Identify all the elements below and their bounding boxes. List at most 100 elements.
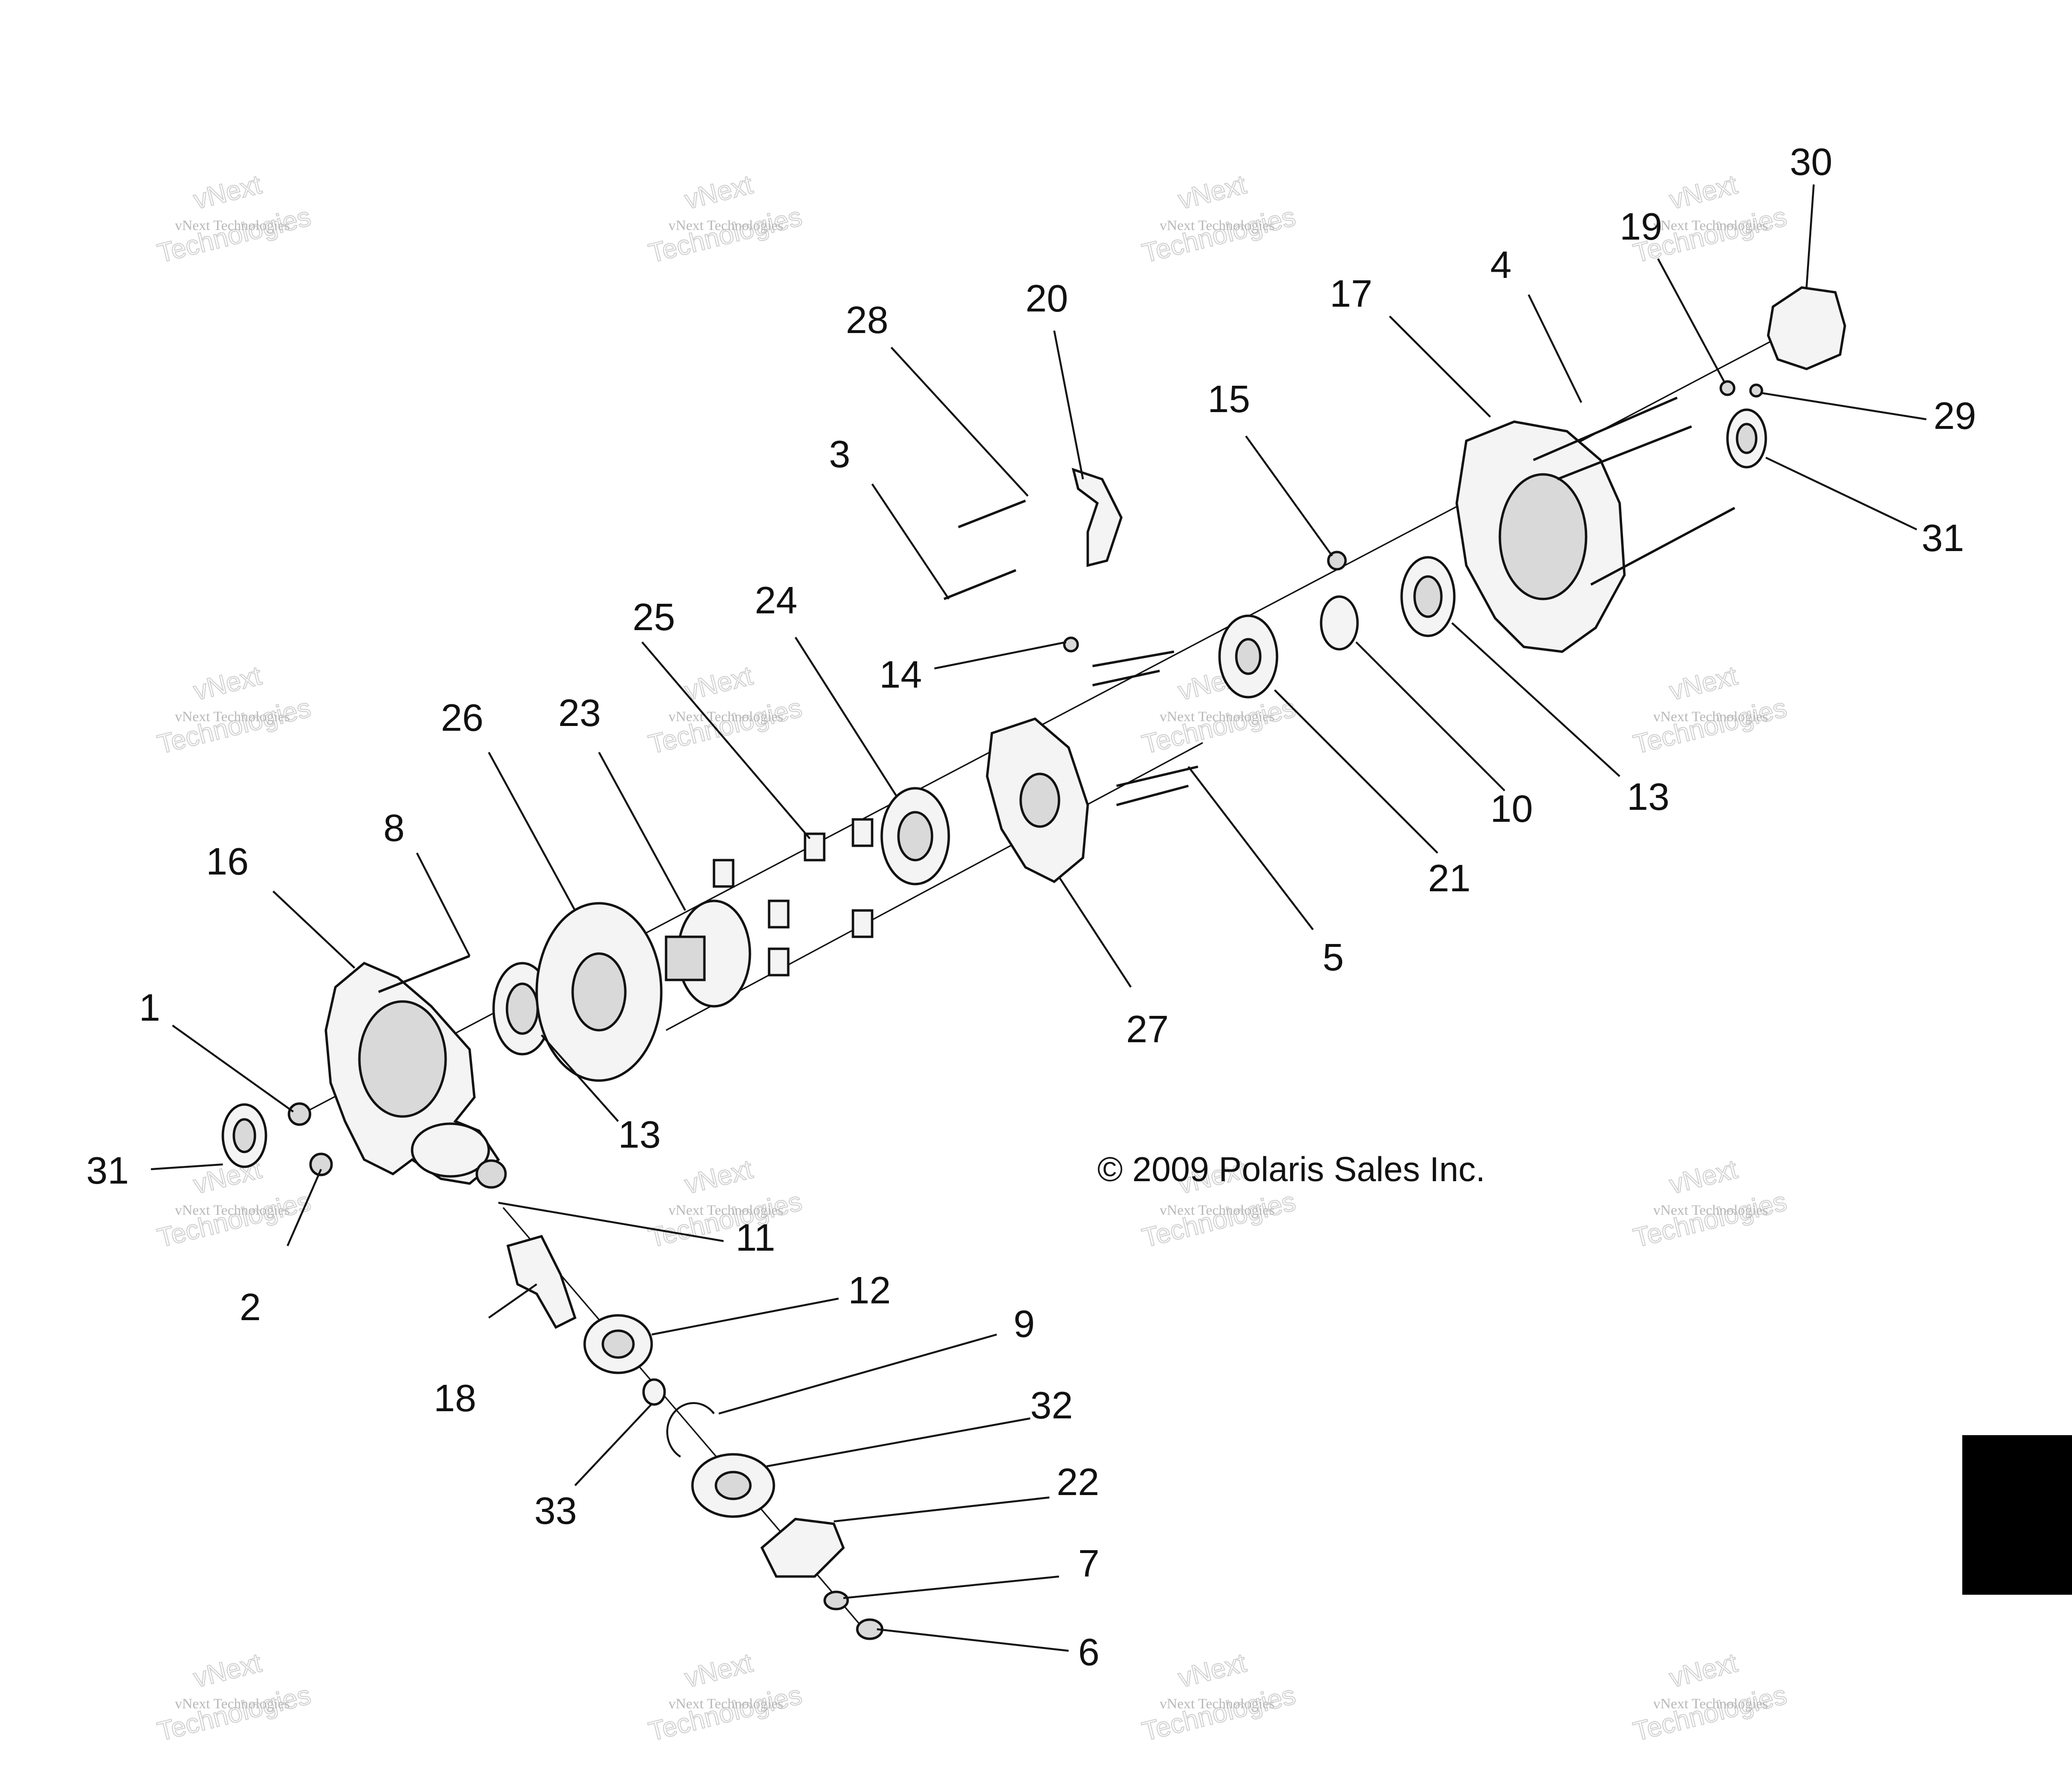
- callout-label: 31: [86, 1149, 129, 1192]
- actuator: [1767, 286, 1846, 370]
- watermark-big: Technologies: [154, 201, 313, 268]
- leader-line: [1761, 392, 1927, 420]
- output-bearing-inner: [601, 1329, 635, 1359]
- leader-line: [871, 483, 950, 600]
- watermark-small: vNext: [1666, 169, 1740, 215]
- watermark-text: vNext Technologies: [668, 1202, 783, 1218]
- leader-line: [651, 1298, 839, 1335]
- watermark-big: Technologies: [645, 1680, 805, 1747]
- callout-label: 8: [383, 806, 405, 849]
- pinion-shaft: [506, 1235, 577, 1329]
- leader-line: [1389, 315, 1491, 418]
- watermark-small: vNext: [1666, 1153, 1740, 1199]
- bushing: [475, 1159, 507, 1189]
- drain-plug: [288, 1102, 311, 1126]
- clutch-hub-inner: [1235, 638, 1262, 675]
- watermark-layer: Technologies vNext vNext Technologies Te…: [154, 168, 1790, 1747]
- leader-line: [1187, 766, 1314, 931]
- leader-line: [890, 346, 1029, 497]
- pinion-gear: [713, 859, 735, 888]
- watermark-small: vNext: [190, 660, 265, 706]
- callout-label: 23: [558, 691, 601, 734]
- leader-line: [1274, 689, 1439, 854]
- callout-label: 32: [1030, 1384, 1073, 1427]
- callout-layer: 1 2 3 4 5 6 7 8 9 10 11 12 13 13 14 15 1…: [86, 140, 1976, 1673]
- watermark-text: vNext Technologies: [1653, 1696, 1768, 1712]
- bolt: [1116, 784, 1189, 806]
- watermark-text: vNext Technologies: [668, 1696, 783, 1712]
- watermark-big: Technologies: [154, 1680, 313, 1747]
- watermark-text: vNext Technologies: [175, 709, 290, 725]
- watermark-big: Technologies: [645, 201, 805, 268]
- leader-line: [488, 1283, 538, 1319]
- leader-line: [488, 752, 576, 911]
- pin: [958, 499, 1026, 529]
- callout-label: 15: [1208, 378, 1250, 420]
- watermark-big: Technologies: [1630, 692, 1789, 760]
- watermark-small: vNext: [1666, 660, 1740, 706]
- leader-line: [150, 1163, 223, 1170]
- callout-label: 6: [1078, 1631, 1100, 1673]
- callout-label: 7: [1078, 1542, 1100, 1585]
- output-flange: [760, 1518, 845, 1578]
- leader-line: [541, 1034, 619, 1122]
- bolt: [1092, 669, 1160, 687]
- callout-label: 12: [848, 1269, 891, 1312]
- rear-housing-bore: [1498, 473, 1588, 600]
- vent-plug: [1327, 551, 1347, 571]
- watermark-text: vNext Technologies: [175, 218, 290, 233]
- watermark-small: vNext: [681, 1647, 756, 1693]
- watermark-small: vNext: [1175, 1647, 1249, 1693]
- drive-gear-hub: [897, 811, 933, 862]
- output-seal-inner: [714, 1471, 752, 1500]
- watermark-text: vNext Technologies: [1160, 1696, 1275, 1712]
- watermark-big: Technologies: [154, 692, 313, 760]
- o-ring: [1320, 595, 1359, 651]
- watermark-small: vNext: [681, 660, 756, 706]
- callout-label: 10: [1490, 787, 1533, 830]
- ring-gear-hub: [571, 952, 627, 1032]
- leader-line: [172, 1024, 294, 1113]
- pinion-gear: [852, 909, 874, 938]
- housing-outlet: [411, 1122, 490, 1178]
- callout-label: 17: [1330, 272, 1372, 315]
- leader-line: [641, 641, 811, 840]
- callout-label: 29: [1934, 394, 1976, 437]
- leader-line: [934, 641, 1067, 669]
- watermark-big: Technologies: [645, 692, 805, 760]
- watermark-text: vNext Technologies: [668, 709, 783, 725]
- bearing-left-inner: [506, 982, 539, 1035]
- callout-label: 13: [618, 1113, 661, 1156]
- leader-line: [1528, 294, 1582, 403]
- leader-line: [876, 1628, 1069, 1652]
- watermark-big: Technologies: [1139, 201, 1298, 268]
- leader-line: [574, 1403, 653, 1486]
- watermark-small: vNext: [681, 1153, 756, 1199]
- callout-label: 33: [534, 1489, 577, 1532]
- watermark-big: Technologies: [1630, 1186, 1789, 1253]
- bolt: [1533, 396, 1678, 461]
- watermark-big: Technologies: [1139, 1186, 1298, 1253]
- leader-line: [598, 752, 686, 911]
- dowel-pin: [378, 955, 470, 993]
- watermark-small: vNext: [1175, 169, 1249, 215]
- watermark-text: vNext Technologies: [1160, 218, 1275, 233]
- watermark-text: vNext Technologies: [1160, 1202, 1275, 1218]
- callout-label: 30: [1790, 140, 1832, 183]
- watermark-big: Technologies: [1139, 692, 1298, 760]
- watermark-text: vNext Technologies: [175, 1202, 290, 1218]
- watermark-text: vNext Technologies: [668, 218, 783, 233]
- callout-label: 25: [633, 596, 675, 638]
- leader-line: [843, 1576, 1059, 1599]
- pinion-gear: [768, 947, 790, 977]
- callout-label: 11: [736, 1216, 775, 1259]
- leader-line: [794, 636, 897, 796]
- leader-line: [1053, 330, 1084, 480]
- watermark-text: vNext Technologies: [1653, 709, 1768, 725]
- leader-line: [1355, 641, 1506, 792]
- bolt: [1116, 765, 1198, 787]
- callout-label: 19: [1620, 205, 1662, 248]
- small-o-ring: [642, 1378, 666, 1406]
- watermark-big: Technologies: [1139, 1680, 1298, 1747]
